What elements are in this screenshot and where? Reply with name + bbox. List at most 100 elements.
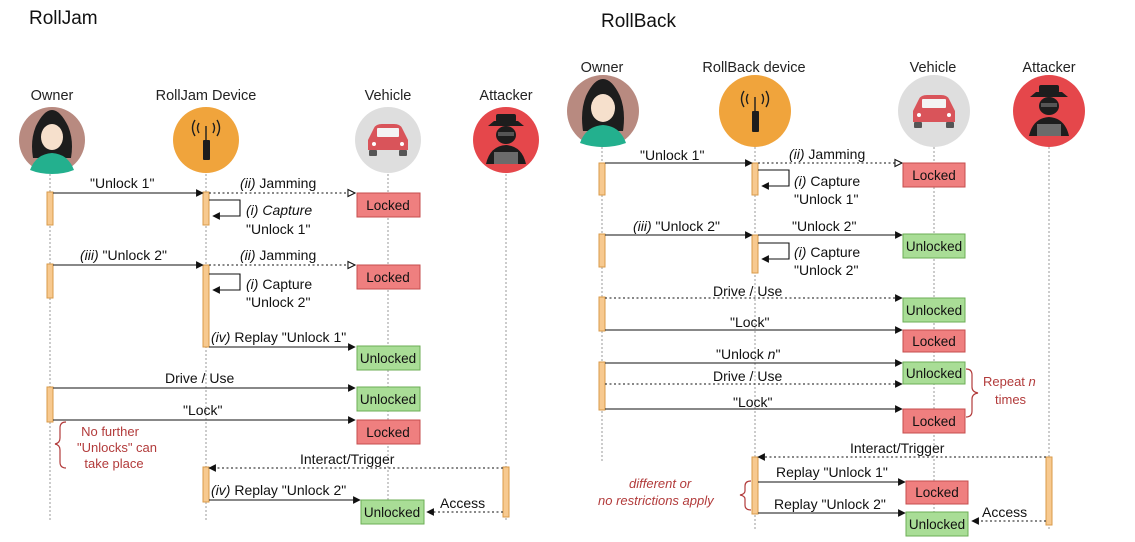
svg-text:Unlocked: Unlocked xyxy=(906,239,962,254)
svg-text:Locked: Locked xyxy=(915,485,959,500)
svg-text:Unlocked: Unlocked xyxy=(906,303,962,318)
rolljam-device-activation-2 xyxy=(202,264,210,348)
rollback-state-unlocked-3: Unlocked xyxy=(902,361,966,385)
car-icon xyxy=(355,107,421,173)
rolljam-jam2-label: (ii) Jamming xyxy=(240,247,316,263)
rollback-replay2-label: Replay "Unlock 2" xyxy=(774,496,886,512)
rollback-capture1-arrow xyxy=(758,169,790,190)
rollback-forward2-label: "Unlock 2" xyxy=(792,218,856,234)
rollback-vehicle-label: Vehicle xyxy=(910,60,957,76)
svg-text:Unlocked: Unlocked xyxy=(906,366,962,381)
rollback-state-locked-4: Locked xyxy=(905,480,969,505)
rolljam-attacker-activation xyxy=(502,466,510,518)
rolljam-lock-label: "Lock" xyxy=(183,402,223,418)
svg-text:Locked: Locked xyxy=(912,334,956,349)
rolljam-jam1-label: (ii) Jamming xyxy=(240,175,316,191)
rolljam-device-label: RollJam Device xyxy=(156,88,257,104)
rollback-unlock2-label: (iii) "Unlock 2" xyxy=(633,218,720,234)
rolljam-state-unlocked-1: Unlocked xyxy=(356,345,421,371)
rollback-drive1-label: Drive / Use xyxy=(713,283,782,299)
rolljam-note-line-3: take place xyxy=(84,456,143,471)
rolljam-access-label: Access xyxy=(440,495,485,511)
rollback-attacker-activation xyxy=(1045,456,1053,526)
hacker-icon xyxy=(473,107,539,173)
rollback-drive2-label: Drive / Use xyxy=(713,368,782,384)
owner-icon xyxy=(19,107,85,174)
rollback-owner-activation-1 xyxy=(598,162,606,196)
svg-text:Unlocked: Unlocked xyxy=(364,505,420,520)
rollback-jam-label: (ii) Jamming xyxy=(789,146,865,162)
rollback-interact-label: Interact/Trigger xyxy=(850,440,945,456)
rollback-owner-activation-4 xyxy=(598,361,606,411)
rolljam-state-locked-1: Locked xyxy=(356,192,421,218)
rolljam-state-unlocked-3: Unlocked xyxy=(360,499,425,525)
rollback-lock2-label: "Lock" xyxy=(733,394,773,410)
svg-text:Unlocked: Unlocked xyxy=(360,351,416,366)
rollback-panel: RollBack Owner RollBack device Vehicle A… xyxy=(567,11,1085,537)
rollback-device-label: RollBack device xyxy=(702,60,805,76)
svg-text:Locked: Locked xyxy=(366,270,410,285)
rolljam-unlock2-label: (iii) "Unlock 2" xyxy=(80,247,167,263)
rolljam-note-line-1: No further xyxy=(81,424,139,439)
rollback-unlock1-label: "Unlock 1" xyxy=(640,147,704,163)
rolljam-owner-activation-2 xyxy=(46,263,54,299)
rollback-note-line-1: different or xyxy=(629,476,692,491)
rolljam-drive-label: Drive / Use xyxy=(165,370,234,386)
rolljam-capture2-value: "Unlock 2" xyxy=(246,294,310,310)
rollback-state-unlocked-4: Unlocked xyxy=(905,511,969,537)
rolljam-unlock1-label: "Unlock 1" xyxy=(90,175,154,191)
rolljam-capture2-label: (i) Capture xyxy=(246,276,312,292)
rolljam-device-activation-1 xyxy=(202,191,210,226)
rollback-capture2-value: "Unlock 2" xyxy=(794,262,858,278)
rolljam-replay2-label: (iv) Replay "Unlock 2" xyxy=(211,482,346,498)
svg-text:Locked: Locked xyxy=(912,168,956,183)
rollback-device-activation-2 xyxy=(751,234,759,274)
rollback-repeat-times: times xyxy=(995,392,1027,407)
rolljam-panel: RollJam Owner RollJam Device Vehicle Att… xyxy=(19,8,539,525)
rollback-title: RollBack xyxy=(601,11,676,32)
rollback-repeat-brace xyxy=(965,368,979,418)
rollback-lock1-label: "Lock" xyxy=(730,314,770,330)
rollback-unlockn-label: "Unlock n" xyxy=(716,346,780,362)
rolljam-device-activation-3 xyxy=(202,466,210,503)
rolljam-owner-activation-3 xyxy=(46,386,54,423)
rolljam-owner-label: Owner xyxy=(31,88,74,104)
rollback-access-label: Access xyxy=(982,504,1027,520)
rolljam-note-brace xyxy=(54,421,67,469)
svg-text:Locked: Locked xyxy=(366,425,410,440)
rollback-attacker-label: Attacker xyxy=(1022,60,1075,76)
rollback-capture2-arrow xyxy=(758,242,790,263)
svg-text:Unlocked: Unlocked xyxy=(360,392,416,407)
rolljam-replay1-label: (iv) Replay "Unlock 1" xyxy=(211,329,346,345)
rollback-owner-activation-2 xyxy=(598,233,606,268)
svg-text:Locked: Locked xyxy=(366,198,410,213)
svg-text:Unlocked: Unlocked xyxy=(909,517,965,532)
rolljam-capture1-label: (i) Capture xyxy=(246,202,312,218)
rollback-capture1-label: (i) Capture xyxy=(794,173,860,189)
rollback-repeat-label: Repeat n xyxy=(983,374,1036,389)
rolljam-state-locked-2: Locked xyxy=(356,264,421,290)
rolljam-state-unlocked-2: Unlocked xyxy=(356,386,421,412)
rolljam-capture2-arrow xyxy=(209,273,241,294)
rollback-owner-label: Owner xyxy=(581,60,624,76)
rollback-owner-activation-3 xyxy=(598,296,606,332)
radio-device-icon xyxy=(173,107,239,173)
rollback-capture2-label: (i) Capture xyxy=(794,244,860,260)
owner-icon xyxy=(567,75,639,147)
car-icon xyxy=(898,75,970,147)
rollback-note-line-2: no restrictions apply xyxy=(598,493,715,508)
rolljam-vehicle-label: Vehicle xyxy=(365,88,412,104)
rollback-state-locked-1: Locked xyxy=(902,162,966,188)
rolljam-title: RollJam xyxy=(29,8,98,29)
rolljam-state-locked-3: Locked xyxy=(356,419,421,445)
rolljam-note-line-2: "Unlocks" can xyxy=(77,440,157,455)
rolljam-attacker-label: Attacker xyxy=(479,88,532,104)
rolljam-interact-label: Interact/Trigger xyxy=(300,451,395,467)
rolljam-owner-activation-1 xyxy=(46,191,54,226)
rollback-capture1-value: "Unlock 1" xyxy=(794,191,858,207)
rollback-state-unlocked-1: Unlocked xyxy=(902,233,966,259)
radio-device-icon xyxy=(719,75,791,147)
rolljam-capture1-arrow xyxy=(209,199,241,220)
rollback-state-locked-2: Locked xyxy=(902,329,966,353)
